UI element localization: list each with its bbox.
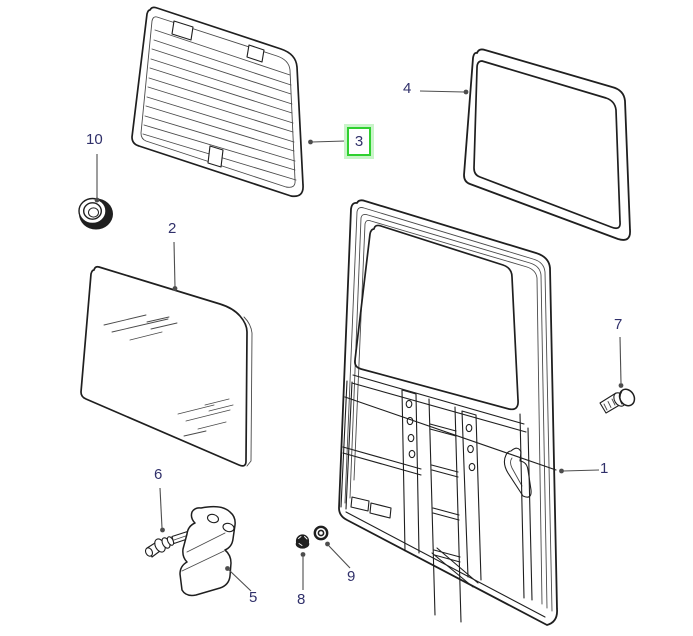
part-label-4[interactable]: 4 <box>403 80 412 97</box>
door-handle-recess <box>503 447 532 498</box>
mounting-bracket-drawing <box>179 505 236 597</box>
panel-tab <box>207 145 224 168</box>
part-label-6[interactable]: 6 <box>154 466 163 483</box>
louvered-panel-drawing <box>131 6 304 198</box>
part-label-7[interactable]: 7 <box>614 316 623 333</box>
window-seal-drawing <box>463 48 631 241</box>
part-label-8[interactable]: 8 <box>297 591 306 608</box>
part-label-5[interactable]: 5 <box>249 589 258 606</box>
door-center-ladder <box>428 398 462 623</box>
window-glass-drawing <box>80 265 253 467</box>
door-frame-drawing <box>338 199 558 626</box>
part-label-10[interactable]: 10 <box>86 131 103 148</box>
part-label-2[interactable]: 2 <box>168 220 177 237</box>
washer-drawing <box>313 525 329 541</box>
nut-drawing <box>295 534 310 549</box>
screw-drawing <box>599 388 636 414</box>
grommet-drawing <box>78 197 113 230</box>
part-label-9[interactable]: 9 <box>347 568 356 585</box>
panel-clip-left <box>171 20 194 41</box>
panel-clip-right <box>246 44 265 63</box>
leader-lines <box>94 89 624 592</box>
door-rib-right <box>461 410 482 581</box>
part-label-3-selected[interactable]: 3 <box>347 127 371 156</box>
part-label-1[interactable]: 1 <box>600 460 609 477</box>
door-window-opening <box>354 224 519 411</box>
